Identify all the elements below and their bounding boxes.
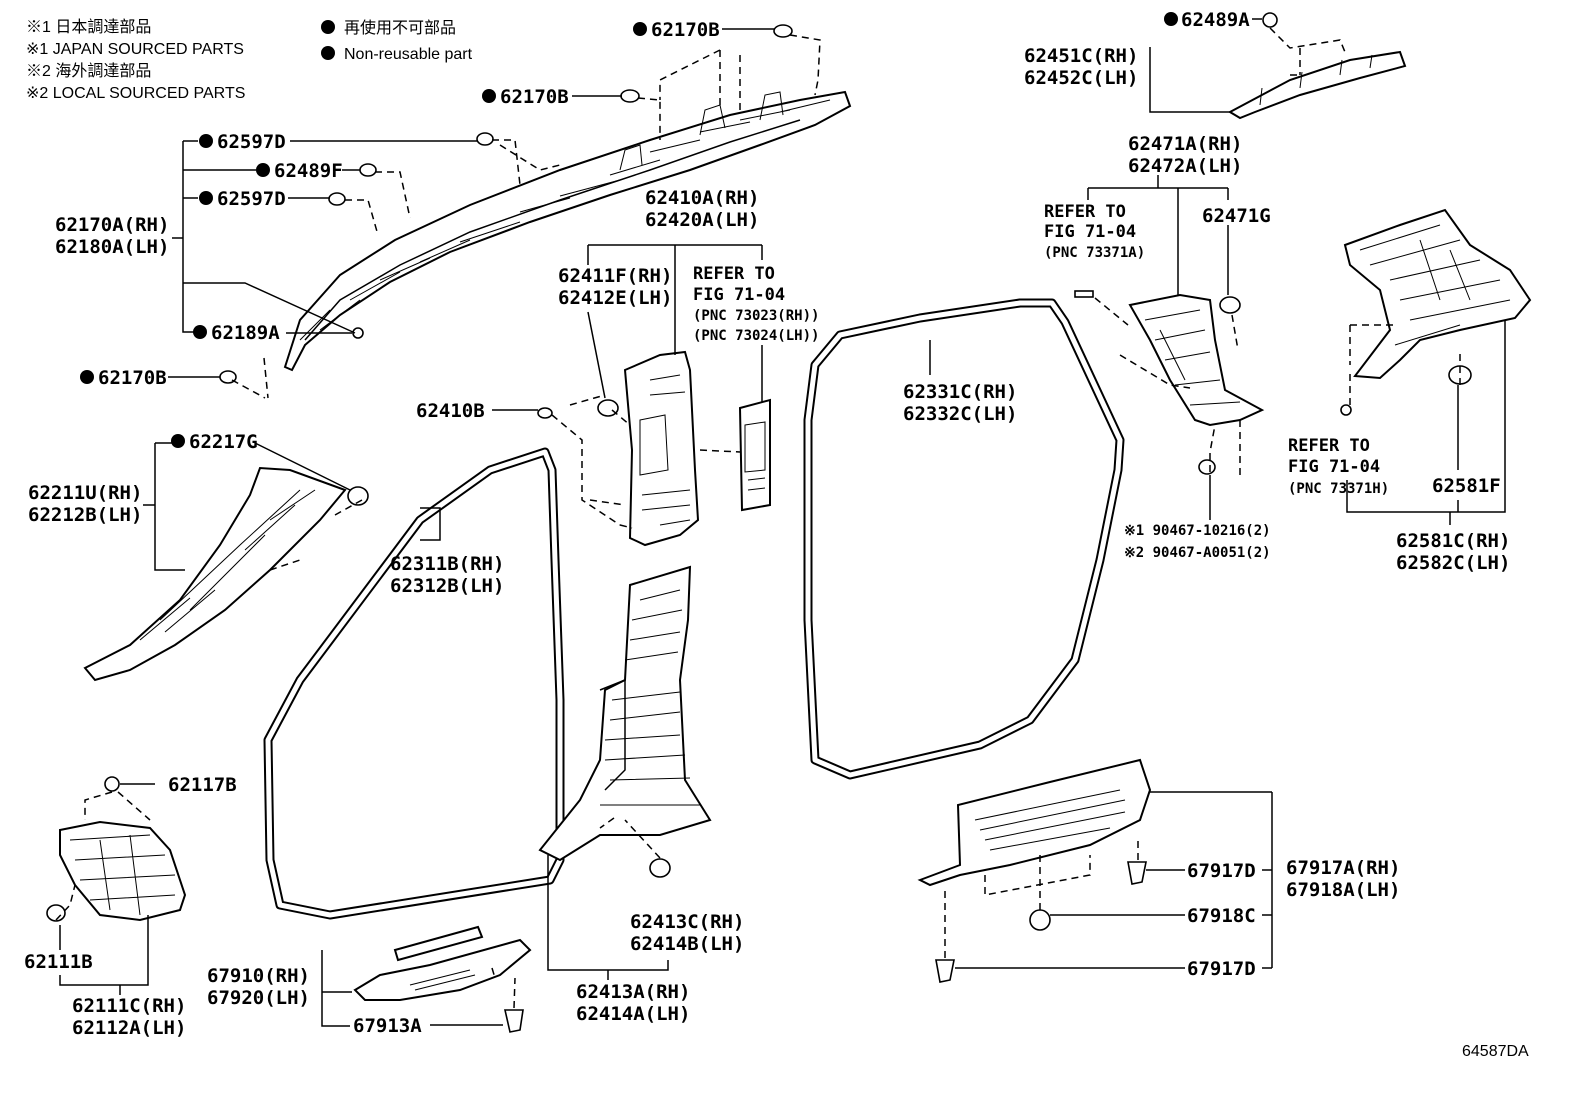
label-67910-rh: 67910(RH)	[207, 965, 310, 987]
nonreusable-dot-icon	[199, 134, 213, 148]
label-67918C: 67918C	[1187, 905, 1256, 927]
label-62332C-lh: 62332C(LH)	[903, 403, 1017, 425]
label-67917A-rh: 67917A(RH)	[1286, 857, 1400, 879]
label-62170A-rh: 62170A(RH)	[55, 214, 169, 236]
label-67920-lh: 67920(LH)	[207, 987, 310, 1009]
guide-lines	[55, 27, 1461, 1009]
label-dots	[80, 12, 1178, 448]
label-67917D-b: 67917D	[1187, 958, 1256, 980]
label-bolt-local: ※2 90467-A0051(2)	[1124, 545, 1271, 561]
refer1-line4: (PNC 73024(LH))	[693, 328, 819, 344]
label-62471G: 62471G	[1202, 205, 1271, 227]
nonreusable-dot-icon	[171, 434, 185, 448]
label-62411F-rh: 62411F(RH)	[558, 265, 672, 287]
roof-quarter-garnish-drawing	[1227, 50, 1407, 120]
figure-code: 64587DA	[1462, 1043, 1529, 1060]
nonreusable-dot-icon	[256, 163, 270, 177]
refer3-line2: FIG 71-04	[1288, 457, 1380, 477]
b-pillar-upper-drawing	[623, 350, 771, 547]
b-pillar-lower-drawing	[538, 565, 712, 862]
nonreusable-dot-icon	[321, 46, 335, 60]
nonreusable-dot-icon	[321, 20, 335, 34]
label-62413A-rh: 62413A(RH)	[576, 981, 690, 1003]
label-62212B-lh: 62212B(LH)	[28, 504, 142, 526]
label-62111C-rh: 62111C(RH)	[72, 995, 186, 1017]
rear-scuff-plate-drawing	[917, 758, 1152, 887]
cowl-side-trim-drawing	[59, 820, 187, 922]
label-67918A-lh: 67918A(LH)	[1286, 879, 1400, 901]
nonreusable-dot-icon	[1164, 12, 1178, 26]
label-62597D-b: 62597D	[217, 188, 286, 210]
roof-side-garnish-drawing	[283, 90, 852, 372]
label-62180A-lh: 62180A(LH)	[55, 236, 169, 258]
label-62211U-rh: 62211U(RH)	[28, 482, 142, 504]
label-62312B-lh: 62312B(LH)	[390, 575, 504, 597]
legend: ※1 日本調達部品 ※1 JAPAN SOURCED PARTS ※2 海外調達…	[26, 18, 473, 102]
label-62117B: 62117B	[168, 774, 237, 796]
nonreusable-dot-icon	[199, 191, 213, 205]
label-67913A: 67913A	[353, 1015, 422, 1037]
refer3-line1: REFER TO	[1288, 436, 1370, 456]
nonreusable-dot-icon	[80, 370, 94, 384]
label-62597D-a: 62597D	[217, 131, 286, 153]
label-62413C-rh: 62413C(RH)	[630, 911, 744, 933]
nonreusable-dot-icon	[482, 89, 496, 103]
refer1-line3: (PNC 73023(RH))	[693, 308, 819, 324]
front-weatherstrip-drawing	[263, 447, 565, 920]
label-62581F: 62581F	[1432, 475, 1501, 497]
label-62170B-left: 62170B	[98, 367, 167, 389]
refer2-line1: REFER TO	[1044, 202, 1126, 222]
refer2-line3: (PNC 73371A)	[1044, 245, 1145, 261]
label-62414A-lh: 62414A(LH)	[576, 1003, 690, 1025]
label-62581C-rh: 62581C(RH)	[1396, 530, 1510, 552]
label-62582C-lh: 62582C(LH)	[1396, 552, 1510, 574]
nonreusable-dot-icon	[193, 325, 207, 339]
label-67917D-a: 67917D	[1187, 860, 1256, 882]
label-bolt-jp: ※1 90467-10216(2)	[1124, 523, 1271, 539]
label-62471A-rh: 62471A(RH)	[1128, 133, 1242, 155]
label-62414B-lh: 62414B(LH)	[630, 933, 744, 955]
front-scuff-plate-drawing	[353, 925, 532, 1001]
refer2-line2: FIG 71-04	[1044, 222, 1136, 242]
label-62410B: 62410B	[416, 400, 485, 422]
legend-nonreuse-en: Non-reusable part	[344, 46, 473, 63]
quarter-pillar-drawing	[1128, 293, 1265, 427]
legend-jp-parts-en: ※1 JAPAN SOURCED PARTS	[26, 41, 244, 58]
legend-nonreuse-jp: 再使用不可部品	[344, 19, 456, 37]
legend-local-parts-en: ※2 LOCAL SOURCED PARTS	[26, 85, 245, 102]
label-62489F: 62489F	[274, 160, 343, 182]
label-62420A-lh: 62420A(LH)	[645, 209, 759, 231]
rear-quarter-trim-drawing	[1343, 208, 1532, 380]
label-62451C-rh: 62451C(RH)	[1024, 45, 1138, 67]
label-62170B-top: 62170B	[651, 19, 720, 41]
rear-weatherstrip-drawing	[803, 298, 1125, 780]
refer3-line3: (PNC 73371H)	[1288, 481, 1389, 497]
label-62452C-lh: 62452C(LH)	[1024, 67, 1138, 89]
label-62331C-rh: 62331C(RH)	[903, 381, 1017, 403]
nonreusable-dot-icon	[633, 22, 647, 36]
legend-jp-parts-jp: ※1 日本調達部品	[26, 18, 151, 36]
refer1-line1: REFER TO	[693, 264, 775, 284]
front-pillar-garnish-drawing	[83, 466, 347, 682]
label-62412E-lh: 62412E(LH)	[558, 287, 672, 309]
part-labels: 62170B 62170B 62597D 62489F 62597D 62170…	[24, 9, 1529, 1060]
label-62410A-rh: 62410A(RH)	[645, 187, 759, 209]
label-62189A: 62189A	[211, 322, 280, 344]
label-62489A: 62489A	[1181, 9, 1250, 31]
label-62111B: 62111B	[24, 951, 93, 973]
label-62472A-lh: 62472A(LH)	[1128, 155, 1242, 177]
legend-local-parts-jp: ※2 海外調達部品	[26, 62, 151, 80]
leader-lines	[59, 18, 1506, 1027]
refer1-line2: FIG 71-04	[693, 285, 785, 305]
label-62217G: 62217G	[189, 431, 258, 453]
label-62112A-lh: 62112A(LH)	[72, 1017, 186, 1039]
label-62170B-mid: 62170B	[500, 86, 569, 108]
label-62311B-rh: 62311B(RH)	[390, 553, 504, 575]
clips	[46, 12, 1472, 1033]
